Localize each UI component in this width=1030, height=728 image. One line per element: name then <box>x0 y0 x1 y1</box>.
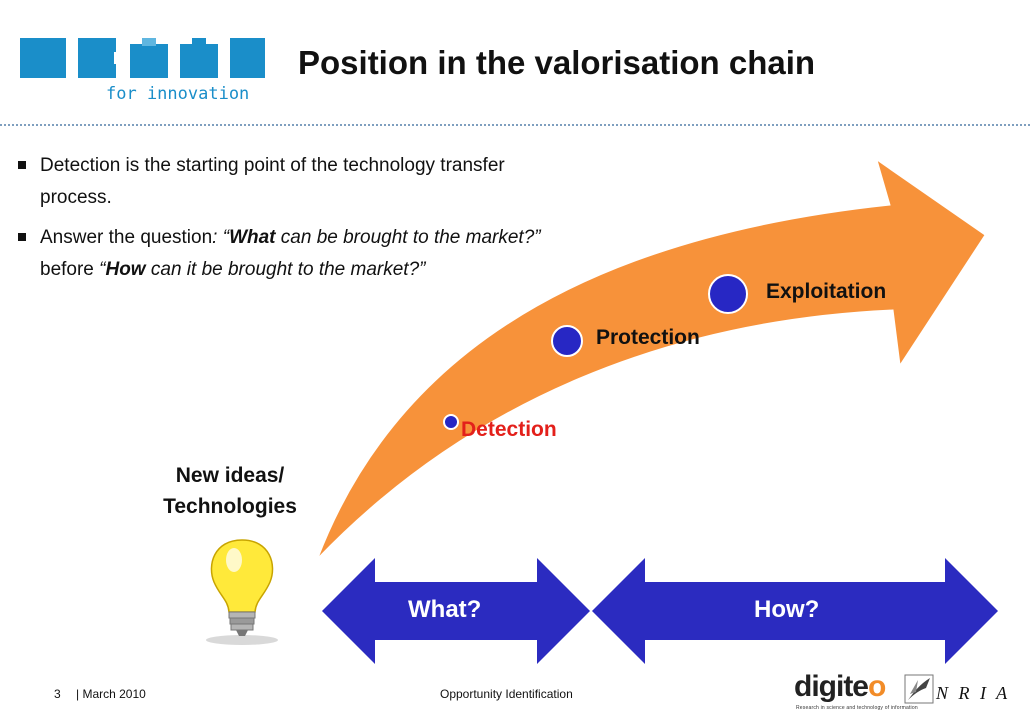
digiteo-tagline: Research in science and technology of in… <box>796 705 918 711</box>
logo-tagline: for innovation <box>106 84 250 104</box>
stage-protection-label: Protection <box>596 326 700 349</box>
bullet-list: Detection is the starting point of the t… <box>18 150 678 294</box>
lightbulb-icon <box>206 539 278 645</box>
detection-dot <box>443 414 459 430</box>
footer-page-number: 3 <box>54 687 61 701</box>
question-prefix: Answer the question <box>40 227 213 248</box>
quote-open: “ <box>99 259 106 280</box>
inria-logo: N R I A <box>936 683 1011 703</box>
origin-label-line: New ideas/ <box>175 464 285 487</box>
footer-title: Opportunity Identification <box>440 687 573 701</box>
bullet-item: Answer the question: “What can be brough… <box>18 222 678 286</box>
question-what-rest: can be brought to the market?” <box>275 227 541 248</box>
digiteo-logo: digiteo <box>794 670 886 703</box>
question-how-rest: can it be brought to the market?” <box>145 259 426 280</box>
stage-detection-label: Detection <box>461 418 557 441</box>
bullet-square-icon <box>18 233 26 241</box>
emphasis-how: How <box>105 259 146 280</box>
footer-date: | March 2010 <box>76 687 146 701</box>
header-divider <box>0 124 1030 126</box>
bullet-item: Detection is the starting point of the t… <box>18 150 678 214</box>
what-arrow <box>322 558 590 664</box>
quote-open: : “ <box>212 227 230 248</box>
logo-squares-icon <box>20 38 265 78</box>
protection-dot <box>551 325 583 357</box>
origin-label: New ideas/ Technologies <box>130 460 330 522</box>
emphasis-what: What <box>229 227 276 248</box>
stage-exploitation-label: Exploitation <box>766 280 887 303</box>
bullet-line: Answer the question: “What can be brough… <box>40 222 678 254</box>
page-title: Position in the valorisation chain <box>298 44 816 81</box>
exploitation-dot <box>708 274 748 314</box>
how-arrow-label: How? <box>754 596 820 623</box>
how-arrow <box>592 558 998 664</box>
question-before: before <box>40 259 100 280</box>
company-logo: for innovation <box>8 20 270 115</box>
bullet-line: Detection is the starting point of the t… <box>40 155 505 176</box>
inria-logo-mark-icon <box>904 674 934 704</box>
bullet-line: before “How can it be brought to the mar… <box>40 254 678 286</box>
bullet-square-icon <box>18 161 26 169</box>
valorisation-curve-arrow <box>317 158 986 559</box>
origin-label-line: Technologies <box>163 495 297 518</box>
bullet-line: process. <box>40 187 112 208</box>
what-arrow-label: What? <box>408 596 482 623</box>
